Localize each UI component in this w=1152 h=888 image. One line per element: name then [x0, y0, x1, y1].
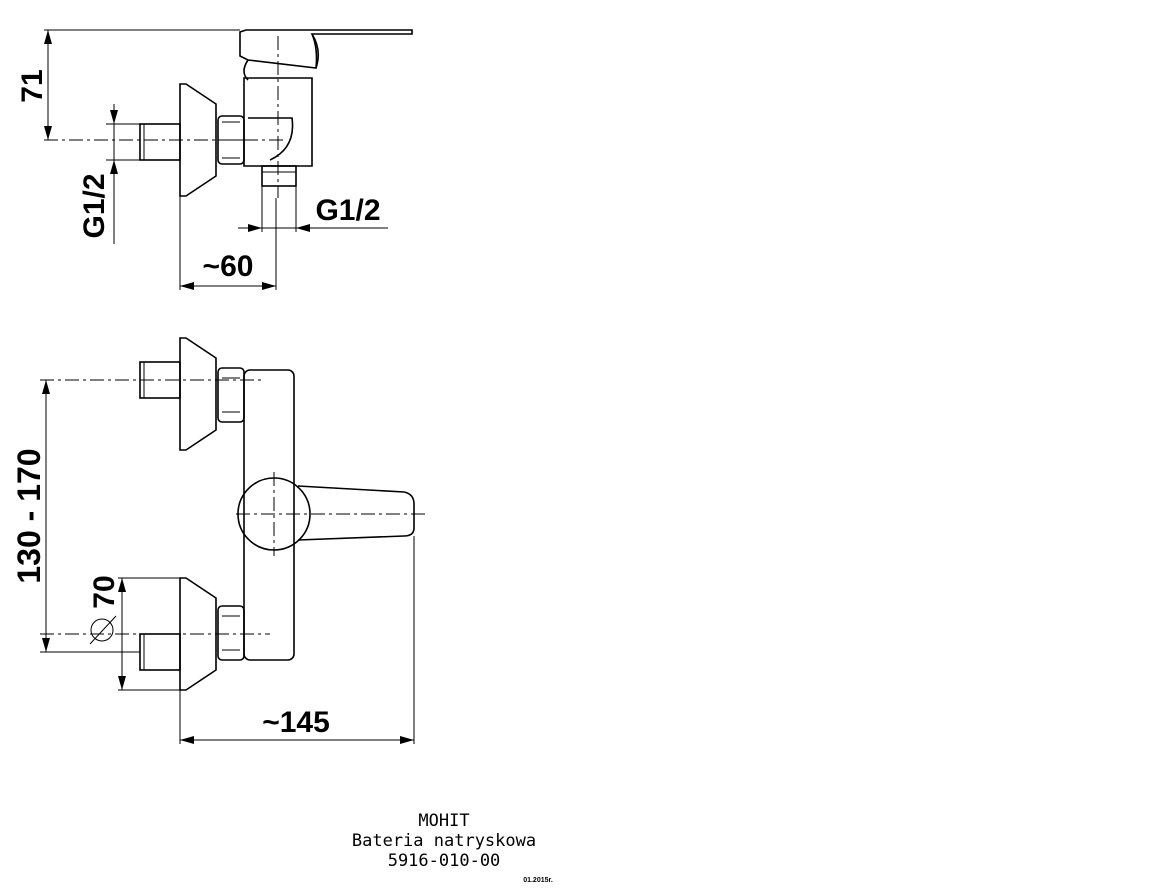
dim-spacing-label: 130 - 170	[11, 448, 47, 583]
title-block: MOHIT Bateria natryskowa 5916-010-00 01.…	[352, 811, 553, 884]
side-outlet	[261, 165, 297, 187]
dim-60-label: ~60	[203, 250, 254, 283]
front-view: 130 - 170 70 ~145	[11, 337, 426, 744]
side-mixer-body	[243, 77, 313, 167]
product-name: Bateria natryskowa	[352, 831, 536, 851]
brand-name: MOHIT	[418, 811, 469, 831]
side-inlet-pipe	[139, 123, 181, 161]
front-upper-nut	[217, 367, 245, 423]
diameter-icon	[89, 615, 117, 645]
drawing-date: 01.2015r.	[523, 877, 553, 884]
front-lower-nut	[217, 605, 245, 661]
dim-71-label: 71	[16, 69, 49, 102]
dim-diameter-label: 70	[88, 575, 121, 608]
front-lower-inlet	[139, 633, 181, 671]
dim-g12-left-label: G1/2	[78, 173, 111, 238]
dim-g12-right-label: G1/2	[315, 194, 380, 227]
product-code: 5916-010-00	[388, 851, 501, 871]
side-handle	[239, 29, 413, 69]
side-view: 71 G1/2 G1/2 ~60	[16, 29, 413, 290]
front-mixer-body	[243, 369, 295, 661]
front-handle	[297, 485, 415, 541]
dim-145-label: ~145	[262, 706, 330, 739]
front-upper-flange	[179, 337, 217, 451]
